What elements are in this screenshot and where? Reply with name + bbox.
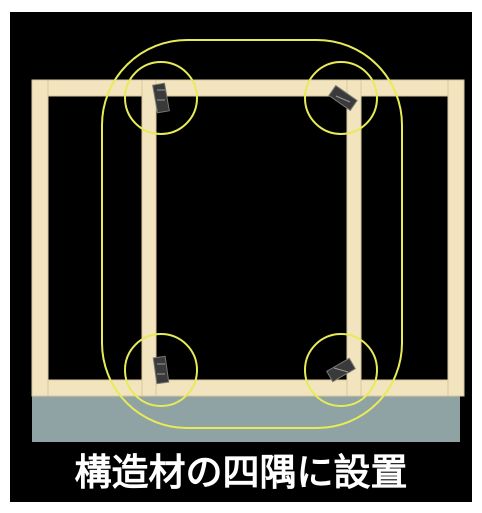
bracket-icon	[328, 84, 358, 112]
illustration-frame: 構造材の四隅に設置	[10, 12, 472, 502]
right-outer-post	[447, 79, 465, 397]
bracket-icon	[152, 355, 170, 385]
corner-ring-bottom-right	[304, 333, 378, 407]
left-outer-post	[31, 79, 49, 397]
bracket-icon	[152, 82, 170, 114]
left-inner-post	[141, 79, 157, 397]
floor-slab	[32, 395, 460, 442]
corner-ring-top-right	[304, 61, 378, 135]
installation-diagram	[31, 39, 465, 442]
bottom-sill	[31, 379, 465, 397]
corner-ring-top-left	[124, 61, 198, 135]
highlight-area-ring	[101, 39, 403, 429]
right-inner-post	[346, 79, 362, 397]
top-beam	[31, 79, 465, 97]
bracket-icon	[326, 357, 356, 383]
corner-ring-bottom-left	[124, 333, 198, 407]
caption: 構造材の四隅に設置	[74, 451, 408, 494]
